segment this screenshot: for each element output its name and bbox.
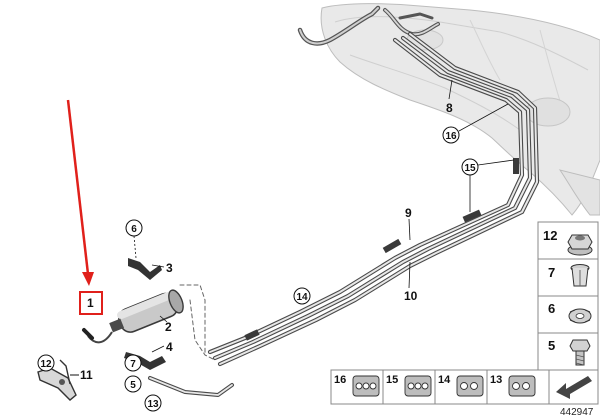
pipe-clip-15-icon [404, 375, 432, 397]
callout-4: 4 [166, 340, 173, 354]
callout-12-label: 12 [40, 359, 52, 370]
side-panel-label-5: 5 [548, 338, 555, 353]
expanding-nut-icon [570, 264, 590, 287]
callout-15-label: 15 [464, 163, 476, 174]
circled-callout-15: 15 [461, 158, 515, 212]
pipe-clip-13-icon [508, 375, 536, 397]
callout-3: 3 [166, 261, 173, 275]
highlight-box [79, 291, 103, 315]
callout-16-label: 16 [445, 131, 457, 142]
fuel-line-bundle [207, 31, 540, 367]
red-arrow-icon [66, 99, 94, 286]
side-panel-label-7: 7 [548, 265, 555, 280]
bottom-panel-label-16: 16 [334, 374, 346, 386]
callout-6-label: 6 [131, 224, 137, 235]
clip-washer-icon [568, 308, 592, 324]
pipe-clip-14-icon [456, 375, 484, 397]
callout-2: 2 [165, 320, 172, 334]
callout-7-label: 7 [130, 359, 136, 370]
side-panel-label-6: 6 [548, 301, 555, 316]
callout-10: 10 [404, 289, 418, 303]
arrow-left-icon[interactable] [556, 376, 592, 399]
callout-9: 9 [405, 206, 412, 220]
side-parts-panel: 12 7 6 5 [537, 221, 599, 371]
bottom-panel-label-15: 15 [386, 374, 398, 386]
callout-1: 1 [87, 296, 94, 310]
pipe-clip-16-icon [352, 375, 380, 397]
circled-callout-6: 6 [125, 219, 143, 259]
callout-11: 11 [80, 368, 93, 382]
circled-callout-13: 13 [144, 394, 162, 412]
circled-callout-12: 12 [37, 354, 55, 372]
diagram-id: 442947 [560, 407, 594, 418]
hex-bolt-icon [569, 339, 591, 366]
callout-14-label: 14 [296, 292, 308, 303]
bottom-panel-label-14: 14 [438, 374, 451, 386]
callout-13-label: 13 [147, 399, 159, 410]
fuel-filter-assembly [37, 258, 184, 401]
bottom-parts-panel: 16 15 14 13 [330, 369, 599, 405]
circled-callout-5: 5 [124, 375, 142, 393]
callout-8: 8 [446, 101, 453, 115]
return-line [148, 284, 234, 397]
circled-callout-16: 16 [442, 103, 509, 144]
engine-block-illustration [320, 3, 600, 216]
leader-lines [151, 79, 453, 353]
side-panel-label-12: 12 [543, 228, 557, 243]
callout-5-label: 5 [130, 380, 136, 391]
circled-callout-7: 7 [124, 354, 142, 372]
flange-nut-icon [567, 234, 593, 256]
bottom-panel-label-13: 13 [490, 374, 502, 386]
circled-callout-14: 14 [293, 287, 311, 305]
